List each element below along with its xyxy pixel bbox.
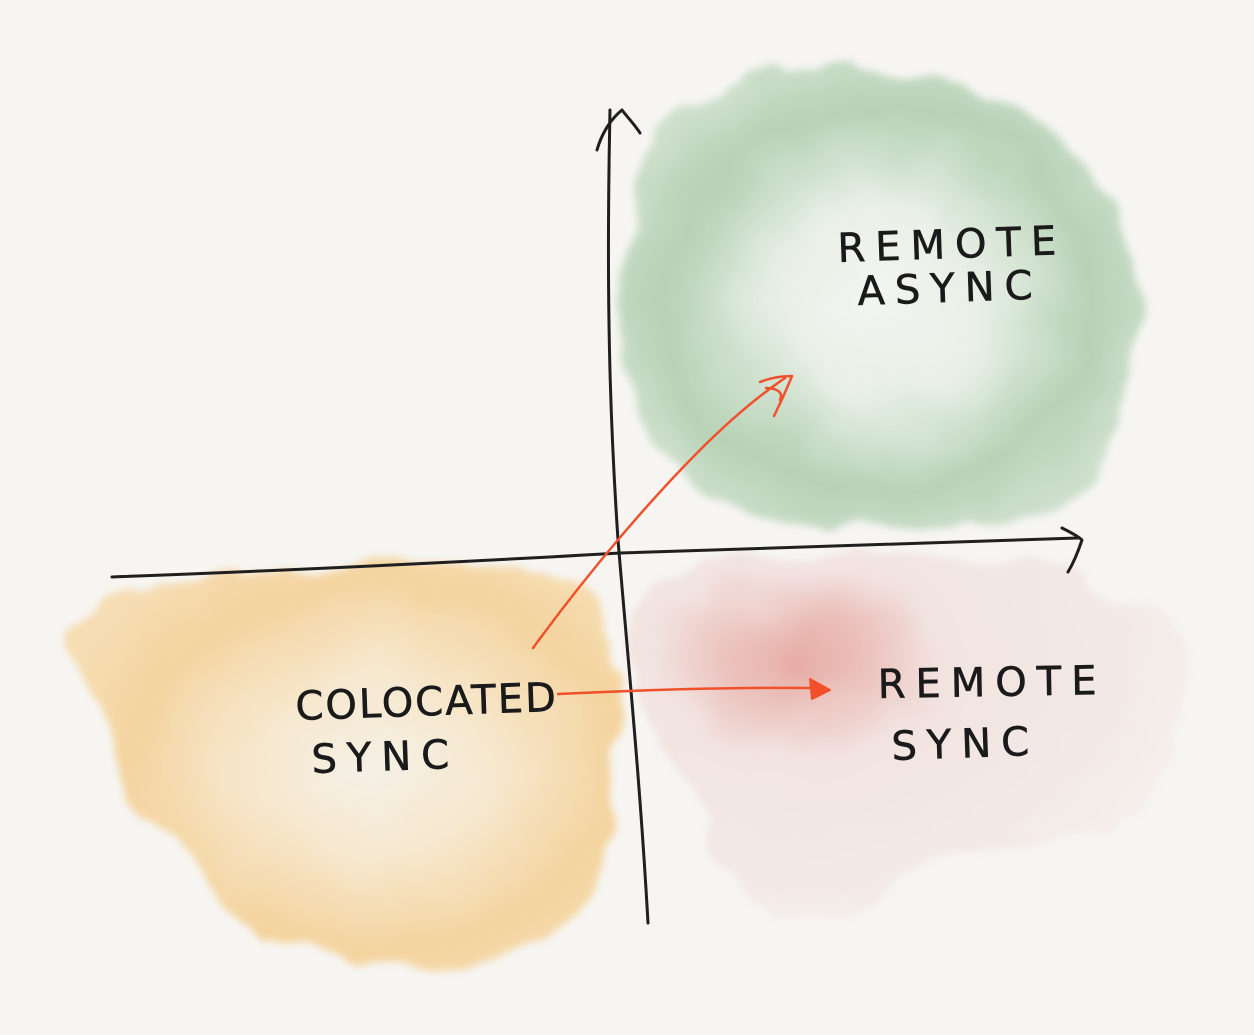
arrow-to-remote-async-head-icon: [758, 374, 794, 418]
remote-sync-blob: [630, 549, 1184, 922]
remote-sync-label: REMOTE SYNC: [877, 658, 1107, 771]
remote-async-label: REMOTE ASYNC: [836, 218, 1067, 316]
arrow-to-remote-sync: [556, 678, 831, 700]
remote-async-label-line1: REMOTE: [837, 218, 1067, 272]
vertical-axis-arrowhead-icon: [595, 108, 642, 152]
arrow-to-remote-sync-head-icon: [809, 678, 831, 700]
remote-async-label-line2: ASYNC: [857, 263, 1044, 315]
remote-sync-label-line2: SYNC: [891, 719, 1040, 770]
colocated-sync-label-line1: COLOCATED: [295, 675, 559, 730]
colocated-sync-blob: [76, 563, 618, 970]
horizontal-axis-arrowhead-icon: [1060, 526, 1084, 574]
arrow-to-remote-async: [531, 374, 794, 650]
horizontal-axis: [110, 526, 1084, 579]
colocated-sync-label-line2: SYNC: [311, 732, 460, 783]
colocated-sync-label: COLOCATED SYNC: [294, 675, 559, 784]
remote-sync-label-line1: REMOTE: [877, 658, 1107, 708]
remote-async-blob: [620, 68, 1137, 533]
